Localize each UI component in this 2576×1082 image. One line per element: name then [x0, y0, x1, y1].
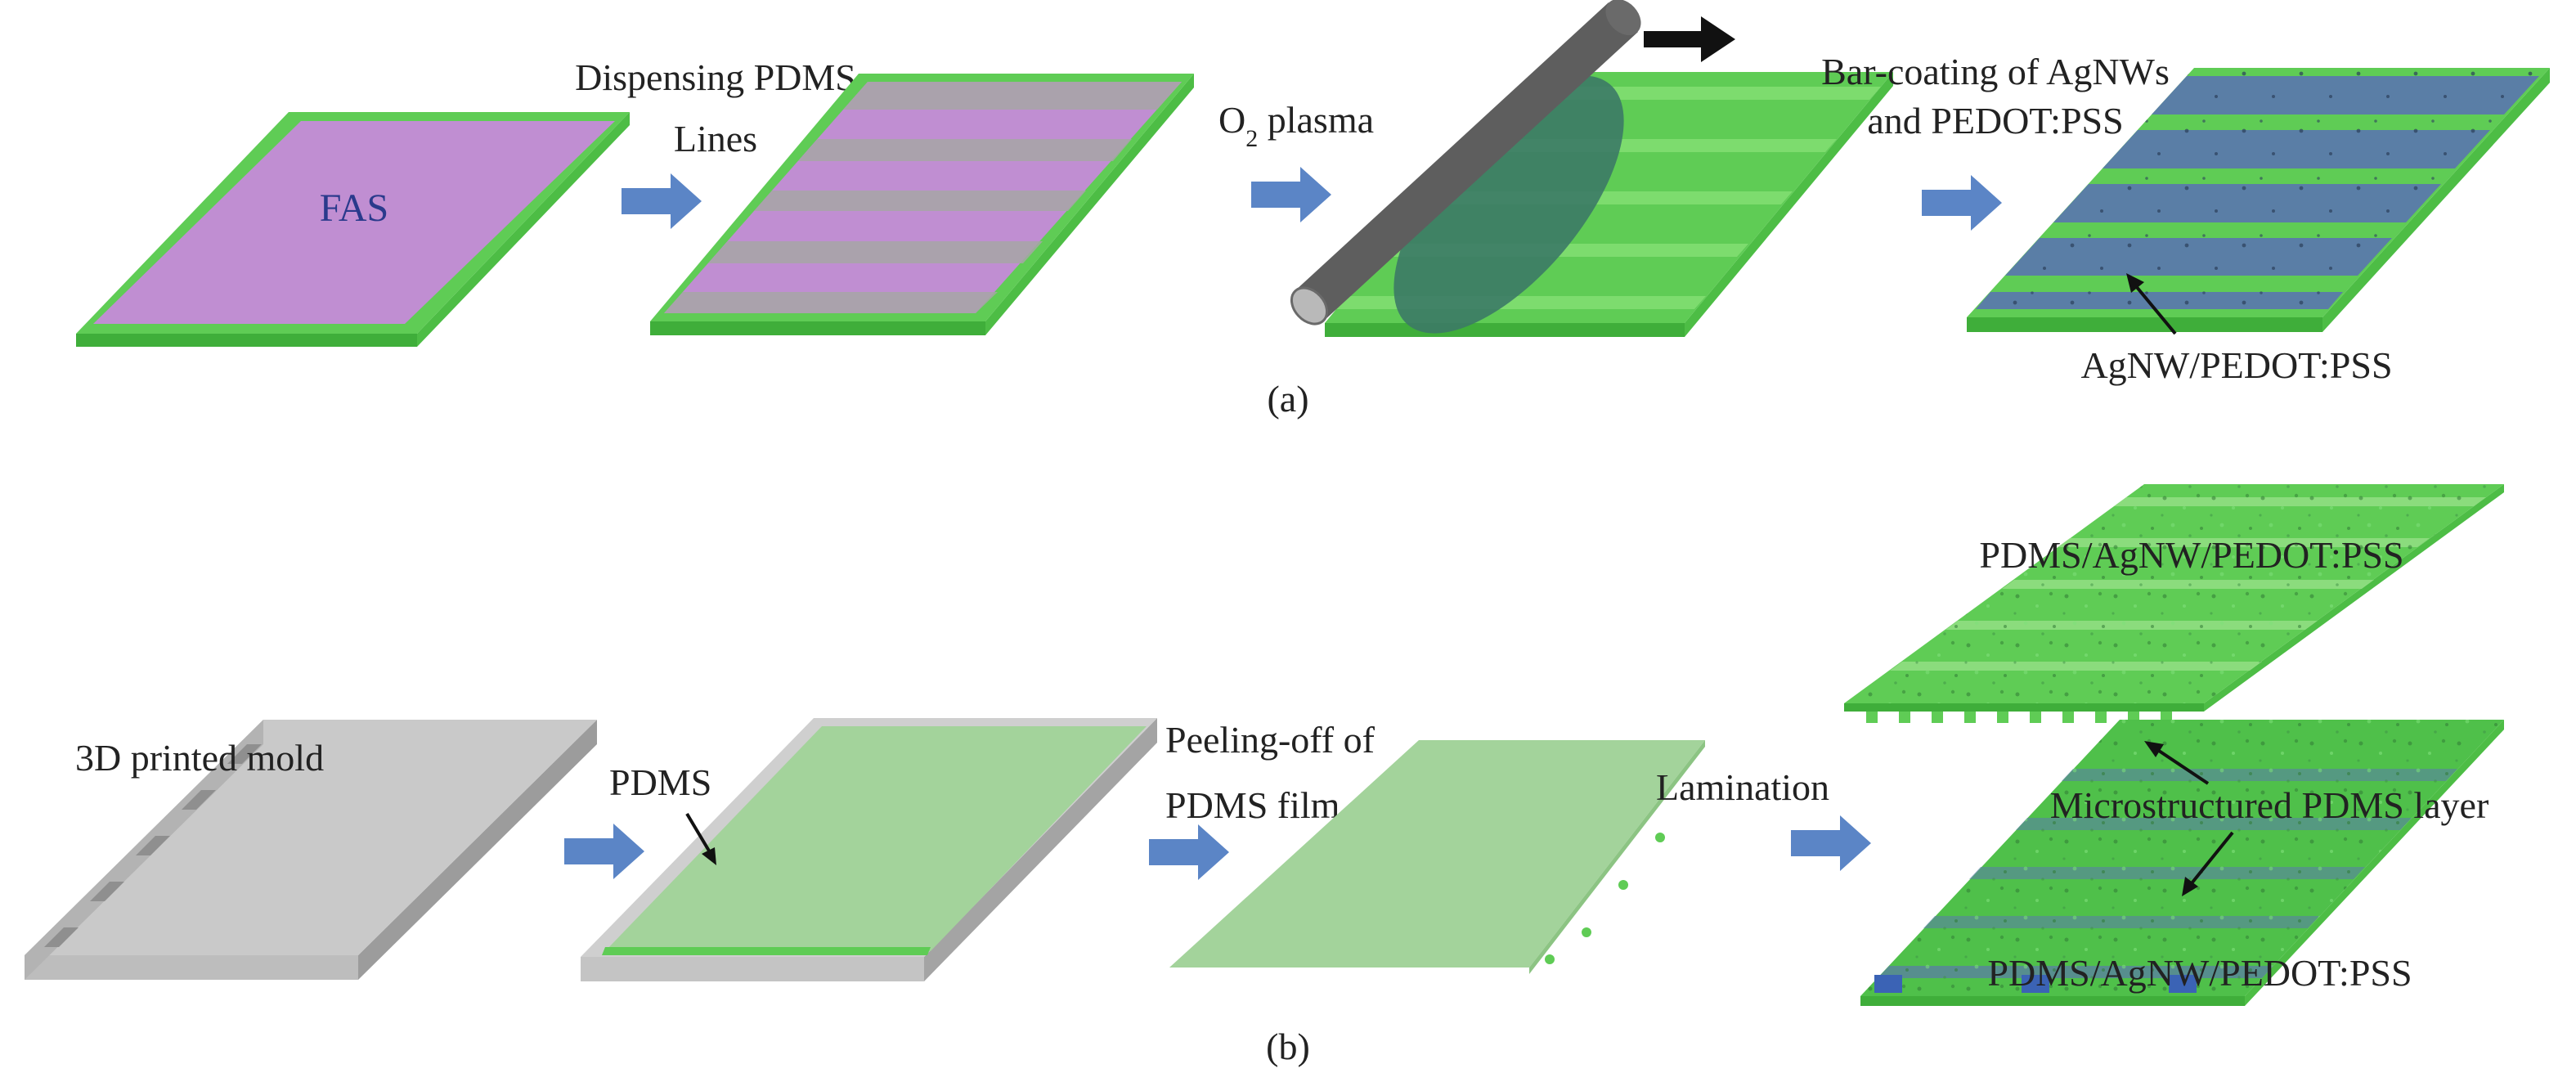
o2-suffix: plasma [1258, 99, 1374, 141]
fas-substrate-right-edge [417, 112, 630, 347]
pdms-line-1 [843, 82, 1182, 110]
pdms-film-top [1169, 740, 1705, 968]
process-arrow-1 [622, 173, 702, 229]
agnw-pointer-arrow-line [2134, 285, 2177, 335]
pdms-pointer-arrow-line [685, 812, 711, 854]
pdms-film-bump [1582, 927, 1591, 937]
top-layer-texture [1844, 484, 2504, 703]
process-arrow-5 [1149, 824, 1229, 880]
fas-substrate-front-edge [76, 334, 417, 347]
pdms-mold-front-face [581, 957, 924, 981]
top-layer-microbump [1997, 712, 2008, 723]
top-layer-microbump [2095, 712, 2107, 723]
bar-coating-label-line1: Bar-coating of AgNWs [1821, 51, 2170, 92]
dispensing-label-line1: Dispensing PDMS [575, 56, 856, 98]
top-layer-front-edge [1844, 703, 2204, 712]
pdms-line-4 [708, 241, 1043, 263]
mold-right-face [358, 720, 597, 980]
bottom-layer-label: PDMS/AgNW/PEDOT:PSS [1987, 952, 2412, 994]
pdms-lines-front-edge [650, 321, 985, 335]
peeling-label-line1: Peeling-off of [1165, 719, 1376, 761]
caption-a: (a) [1267, 378, 1308, 420]
pdms-film-bump [1655, 833, 1665, 842]
bottom-layer-texture [1860, 720, 2504, 996]
pdms-line-3 [754, 191, 1086, 211]
peeling-label-line2: PDMS film [1165, 784, 1340, 826]
pdms-film-bump [1618, 880, 1628, 890]
top-layer-microbump [1899, 712, 1910, 723]
mold-label: 3D printed mold [75, 737, 324, 779]
caption-b: (b) [1266, 1026, 1310, 1067]
mold-groove-1 [44, 927, 79, 947]
bar-coating-label-line2: and PEDOT:PSS [1867, 100, 2123, 141]
micro-pointer-arrowhead-2 [2182, 877, 2198, 896]
dispensing-label-line2: Lines [674, 118, 757, 159]
top-layer-microbump [1932, 712, 1943, 723]
bar-coating-front-edge [1325, 323, 1685, 337]
fas-coating [93, 121, 615, 324]
printed-mold [25, 720, 597, 980]
pdms-film-bump [1545, 954, 1555, 964]
top-electrode-layer [1844, 484, 2504, 723]
o2-prefix: O [1218, 99, 1245, 141]
agnw-substrate-front-edge [1967, 317, 2322, 332]
pdms-fill [605, 726, 1147, 951]
o2-subscript: 2 [1245, 125, 1258, 152]
bar-coating-right-edge [1685, 72, 1893, 337]
pdms-film-edge [1529, 740, 1705, 974]
mold-groove-5 [227, 744, 262, 764]
agnw-coated-substrate [1967, 68, 2550, 332]
bottom-layer-blue-pad [2022, 975, 2049, 993]
bottom-layer-blue-pad [1874, 975, 1902, 993]
pdms-line-2 [798, 139, 1132, 161]
top-layer-microbump [2030, 712, 2041, 723]
bottom-layer-front-edge [1860, 996, 2245, 1006]
pdms-label: PDMS [609, 761, 711, 803]
o2-plasma-label: O2 plasma [1218, 99, 1374, 152]
top-layer-microbump [1964, 712, 1976, 723]
top-layer-microbump [2062, 712, 2074, 723]
pdms-fill-front-edge [602, 947, 931, 955]
pdms-mold-right-face [924, 718, 1157, 981]
top-layer-right-edge [2204, 484, 2504, 712]
process-arrow-2 [1251, 167, 1331, 222]
coating-solution-blade [1393, 75, 1624, 334]
mold-groove-2 [90, 882, 124, 901]
pdms-pointer-arrowhead [702, 847, 716, 865]
coating-rod [1290, 0, 1641, 325]
bottom-layer-blue-pad [2169, 975, 2197, 993]
pdms-in-mold [581, 718, 1157, 981]
process-arrow-6 [1791, 815, 1871, 871]
bottom-electrode-layer [1860, 720, 2504, 1006]
mold-front-face [25, 955, 358, 980]
pdms-lines-right-edge [985, 74, 1194, 335]
mold-groove-3 [136, 836, 170, 855]
pdms-film [1169, 740, 1705, 974]
micro-pointer-line-2 [2190, 831, 2234, 885]
mold-top [25, 720, 597, 955]
pdms-lines-substrate [650, 74, 1194, 335]
agnw-pointer-arrowhead [2126, 273, 2144, 293]
agnw-pedot-label: AgNW/PEDOT:PSS [2080, 344, 2392, 386]
micro-pointer-line-1 [2157, 749, 2210, 785]
bottom-layer-right-edge [2245, 720, 2504, 1006]
agnw-substrate-right-edge [2322, 68, 2550, 332]
top-layer-microbump [1866, 712, 1878, 723]
process-arrow-3 [1922, 175, 2002, 231]
pdms-line-5 [664, 292, 998, 313]
coating-rod-end [1290, 286, 1329, 325]
lamination-label: Lamination [1656, 766, 1829, 808]
fas-label: FAS [320, 186, 389, 230]
process-arrow-4 [564, 824, 644, 879]
fas-substrate: FAS [76, 112, 630, 347]
microstructured-layer-label: Microstructured PDMS layer [2050, 784, 2489, 826]
direction-arrow [1644, 16, 1735, 62]
micro-pointer-arrowhead-1 [2144, 741, 2164, 757]
mold-groove-4 [182, 790, 216, 810]
top-layer-label: PDMS/AgNW/PEDOT:PSS [1979, 534, 2403, 576]
